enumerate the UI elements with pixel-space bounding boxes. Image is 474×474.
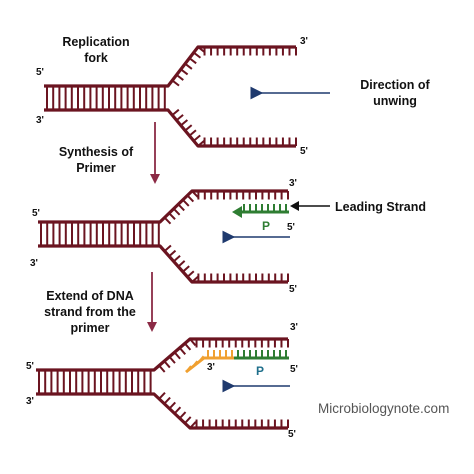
base-rung xyxy=(163,396,171,405)
dna-strand-top xyxy=(38,189,288,224)
fork2-top-right-end: 3' xyxy=(289,178,297,189)
primer-label-p: P xyxy=(262,219,270,233)
base-rung xyxy=(184,124,193,132)
new-strand-rung xyxy=(197,355,205,363)
base-rung xyxy=(188,129,197,137)
dna-strand-top xyxy=(44,45,296,88)
base-rung xyxy=(172,208,181,216)
primer-5prime-end-3: 5' xyxy=(290,364,298,375)
base-rung xyxy=(175,114,184,122)
new-strand-panel-3 xyxy=(185,350,236,374)
step2-label-line3: primer xyxy=(71,321,110,335)
base-rung xyxy=(178,347,187,355)
base-rung xyxy=(189,338,197,347)
base-rung xyxy=(168,212,176,220)
direction-label-line2: unwing xyxy=(373,94,417,108)
fork2-bottom-right-end: 5' xyxy=(289,284,297,295)
base-rung xyxy=(193,51,202,59)
fork-panel-3 xyxy=(36,337,289,430)
fork3-top-right-end: 3' xyxy=(290,322,298,333)
base-rung xyxy=(168,401,176,410)
base-rung xyxy=(171,108,180,116)
dna-strand-bottom xyxy=(38,244,288,284)
fork1-top-right-end: 3' xyxy=(300,36,308,47)
fork-panel-2 xyxy=(38,189,289,284)
base-rung xyxy=(184,62,193,70)
step-arrow-2-head xyxy=(147,322,157,332)
base-rung xyxy=(177,203,185,212)
base-rung xyxy=(158,391,166,400)
replication-fork-label-line2: fork xyxy=(84,51,108,65)
leading-strand-pointer-head xyxy=(290,201,299,211)
new-strand-3prime-end: 3' xyxy=(207,362,215,373)
base-rung xyxy=(184,416,192,424)
base-rung xyxy=(168,356,176,364)
base-rung xyxy=(158,364,166,373)
base-rung xyxy=(182,265,190,273)
base-rung xyxy=(173,255,181,263)
base-rung xyxy=(184,342,192,351)
step1-label-line2: Primer xyxy=(76,161,116,175)
fork2-top-left-end: 5' xyxy=(32,208,40,219)
direction-label-line1: Direction of xyxy=(360,78,430,92)
leading-strand-label: Leading Strand xyxy=(335,200,426,214)
step-arrow-1-head xyxy=(150,174,160,184)
primer-arrowhead xyxy=(232,206,242,218)
base-rung xyxy=(168,249,177,258)
step2-label-line1: Extend of DNA xyxy=(46,289,134,303)
base-rung xyxy=(193,134,201,142)
fork2-bottom-left-end: 3' xyxy=(30,258,38,269)
base-rung xyxy=(189,421,197,429)
primer-label-p-3: P xyxy=(256,364,264,378)
fork1-top-left-end: 5' xyxy=(36,67,44,78)
step1-label-line1: Synthesis of xyxy=(59,145,134,159)
dna-strand-bottom xyxy=(36,392,288,430)
fork1-bottom-right-end: 5' xyxy=(300,146,308,157)
fork3-bottom-left-end: 3' xyxy=(26,396,34,407)
dna-strand-bottom xyxy=(44,108,296,148)
primer-5prime-end: 5' xyxy=(287,222,295,233)
fork3-top-left-end: 5' xyxy=(26,361,34,372)
base-rung xyxy=(186,194,195,203)
base-rung xyxy=(191,275,200,283)
base-rung xyxy=(182,199,190,207)
fork1-bottom-left-end: 3' xyxy=(36,115,44,126)
base-rung xyxy=(173,406,182,415)
base-rung xyxy=(163,244,172,252)
base-rung xyxy=(163,216,172,225)
base-rung xyxy=(197,139,206,147)
new-strand-rung xyxy=(191,360,199,368)
base-rung xyxy=(173,351,181,360)
base-rung xyxy=(191,190,199,198)
base-rung xyxy=(180,68,189,76)
base-rung xyxy=(163,360,171,369)
fork3-bottom-right-end: 5' xyxy=(288,429,296,440)
base-rung xyxy=(180,119,189,127)
base-rung xyxy=(178,411,187,419)
step2-label-line2: strand from the xyxy=(44,305,136,319)
replication-fork-label-line1: Replication xyxy=(62,35,129,49)
watermark: Microbiologynote.com xyxy=(318,401,449,416)
base-rung xyxy=(175,74,184,81)
primer-panel-2 xyxy=(232,204,289,218)
new-strand-rung xyxy=(185,365,192,373)
base-rung xyxy=(171,79,180,87)
fork-panel-1 xyxy=(44,45,297,148)
base-rung xyxy=(188,57,197,65)
base-rung xyxy=(177,260,186,268)
primer-panel-3 xyxy=(234,350,289,360)
base-rung xyxy=(186,270,195,278)
